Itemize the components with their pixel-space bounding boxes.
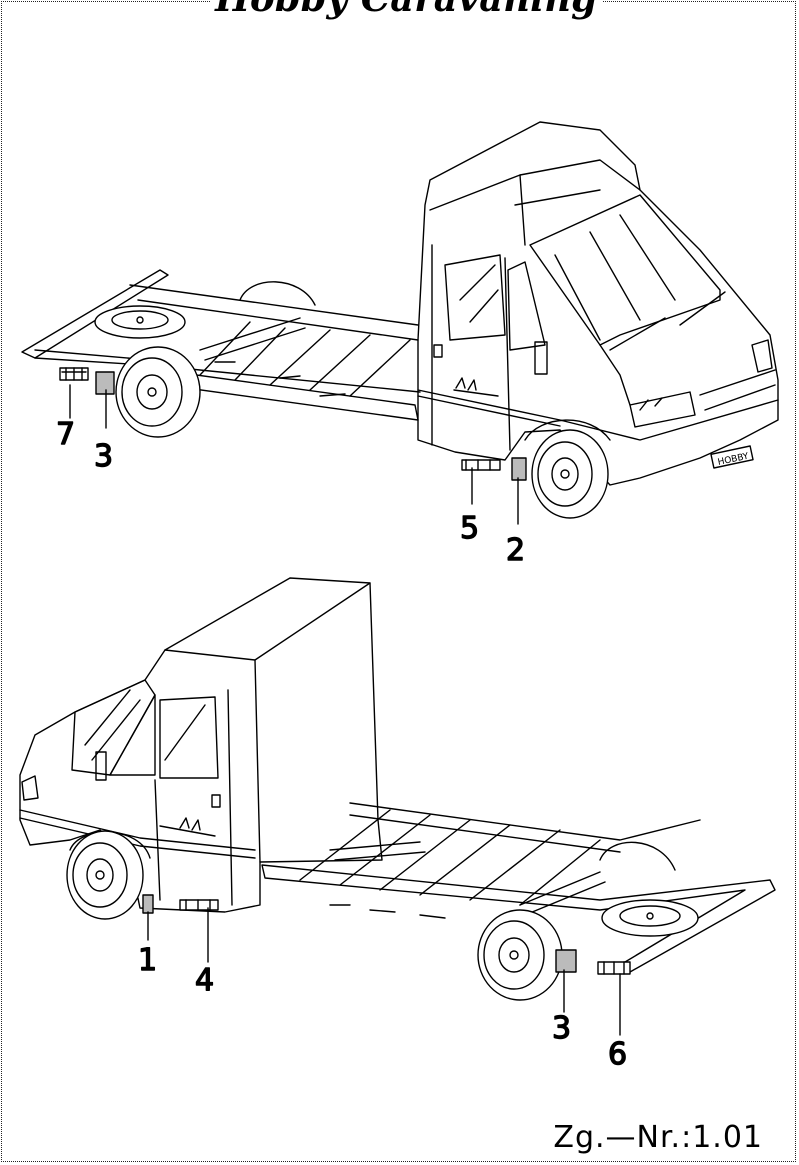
bottom-cab-body [19,577,383,913]
page-title: Hobby Caravaning [210,0,602,20]
top-leader-lines [69,384,519,525]
callout-bottom-4: 4 [195,963,214,998]
top-part-markers [59,367,527,481]
top-chassis-frame [21,269,421,421]
callout-bottom-3: 3 [552,1011,571,1046]
bottom-part-markers [142,894,631,975]
bottom-front-wheel [66,830,144,920]
callout-bottom-1: 1 [138,943,157,978]
top-rear-wheel [115,346,201,438]
callout-top-7: 7 [56,417,75,452]
callout-top-5: 5 [460,511,479,546]
bottom-vehicle-illustration [19,577,776,1036]
top-license-plate: HOBBY [717,452,750,468]
top-vehicle-illustration: HOBBY [21,121,779,525]
callout-top-3: 3 [94,439,113,474]
top-cab-body: HOBBY [417,121,779,486]
bottom-rear-wheel [477,909,563,1001]
callout-top-2: 2 [506,533,525,568]
drawing-number: Zg.—Nr.:1.01 [553,1120,763,1155]
bottom-leader-lines [147,907,621,1036]
top-front-wheel [531,429,609,519]
callout-bottom-6: 6 [608,1037,627,1072]
